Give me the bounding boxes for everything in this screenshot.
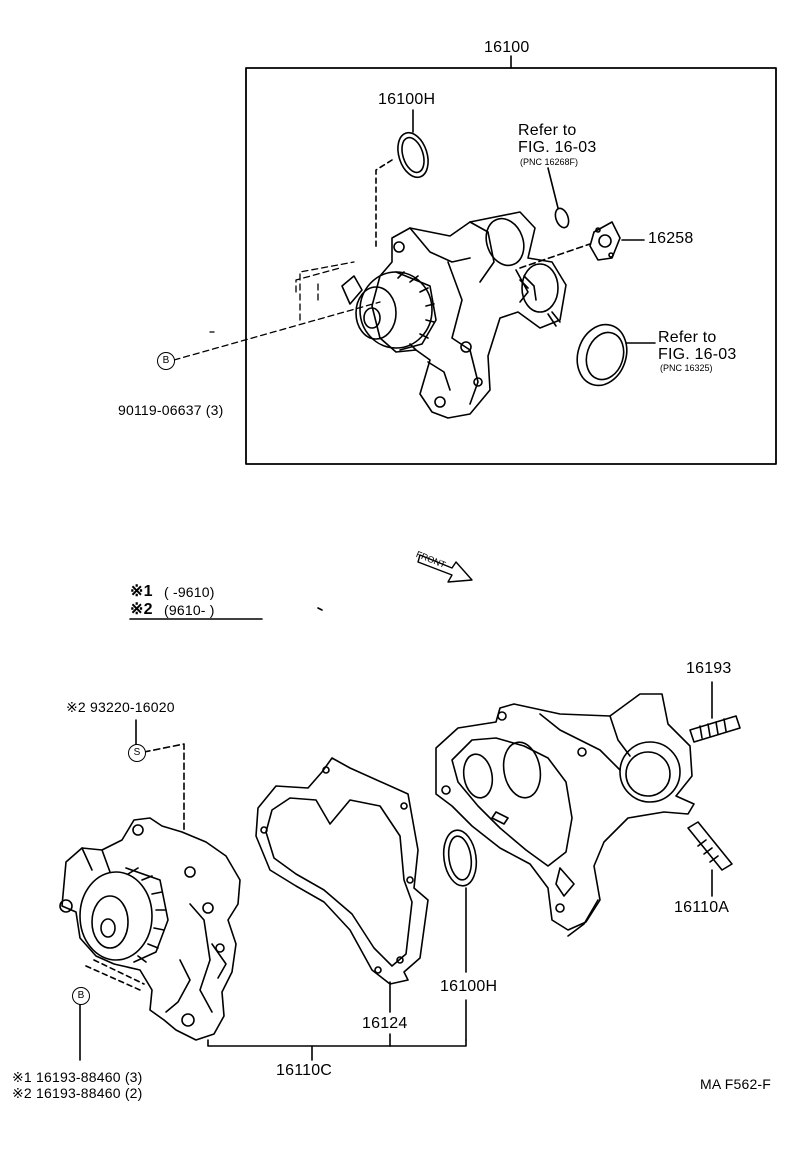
lower-bolt-part-number-2: ※2 16193-88460 (2) — [12, 1085, 143, 1101]
lower-seal-guide — [135, 719, 185, 833]
refer-1-line2: FIG. 16-03 — [518, 139, 597, 156]
lower-gasket-ring — [442, 829, 478, 973]
plate-part-number: 16258 — [648, 230, 694, 247]
large-seal-ring — [576, 323, 656, 387]
plate-gasket-part-number: 16124 — [362, 1015, 408, 1032]
assembly-part-number: 16100 — [484, 39, 530, 56]
upper-bolt-guides — [173, 261, 381, 361]
upper-plate — [519, 221, 645, 269]
plate-gasket — [255, 757, 429, 1013]
refer-2-pnc: (PNC 16325) — [660, 363, 713, 373]
legend-bracket — [129, 607, 323, 620]
stud-upper — [689, 681, 741, 743]
seal-part-number: ※2 93220-16020 — [66, 699, 175, 715]
legend-note-2-mark: ※2 — [130, 601, 153, 618]
refer-2-line2: FIG. 16-03 — [658, 346, 737, 363]
lower-water-pump — [59, 817, 241, 1041]
legend-note-1-range: ( -9610) — [164, 584, 215, 600]
front-arrow-icon — [417, 554, 473, 583]
upper-gasket-ring — [375, 109, 429, 251]
housing-body — [435, 693, 695, 937]
legend-note-1-mark: ※1 — [130, 583, 153, 600]
refer-1-line1: Refer to — [518, 122, 577, 139]
figure-code: MA F562-F — [700, 1076, 772, 1092]
stud-lower-part-number: 16110A — [674, 899, 730, 916]
housing-bracket — [207, 999, 467, 1061]
upper-bolt-marker: B — [157, 352, 175, 370]
legend-note-2-range: (9610- ) — [164, 602, 215, 618]
upper-water-pump — [341, 211, 567, 419]
small-o-ring — [547, 167, 570, 229]
lower-bolt-part-number-1: ※1 16193-88460 (3) — [12, 1069, 143, 1085]
upper-gasket-part-number: 16100H — [378, 91, 436, 108]
assembly-frame — [245, 55, 777, 465]
lower-bolt-marker: B — [72, 987, 90, 1005]
stud-lower — [687, 821, 733, 897]
stud-upper-part-number: 16193 — [686, 660, 732, 677]
refer-1-pnc: (PNC 16268F) — [520, 157, 579, 167]
housing-part-number: 16110C — [276, 1062, 333, 1079]
upper-bolt-part-number: 90119-06637 (3) — [118, 402, 224, 418]
lower-seal-marker: S — [128, 744, 146, 762]
lower-gasket-part-number: 16100H — [440, 978, 498, 995]
refer-2-line1: Refer to — [658, 329, 717, 346]
